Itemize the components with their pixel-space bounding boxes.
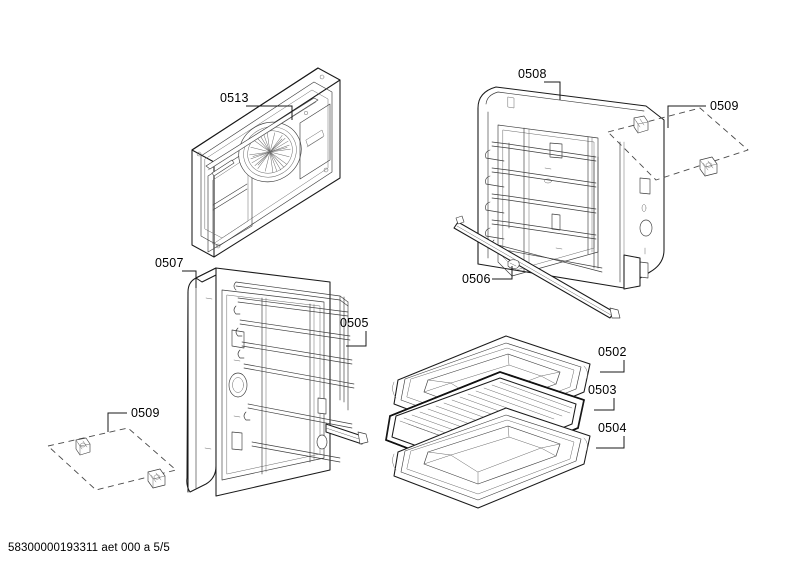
part-0513-rear-panel <box>191 67 341 258</box>
callout-label-0503: 0503 <box>588 383 617 397</box>
callout-label-0502: 0502 <box>598 345 627 359</box>
part-0506-lower-rail <box>453 215 621 319</box>
leader-0504 <box>596 436 625 449</box>
part-0507-left-side-panel <box>186 267 369 497</box>
callout-label-0509-lower: 0509 <box>131 406 160 420</box>
callout-label-0506: 0506 <box>462 272 491 286</box>
callout-label-0509-upper: 0509 <box>710 99 739 113</box>
footer-document-reference: 58300000193311 aet 000 a 5/5 <box>8 542 170 554</box>
part-0505-shelf-support-rails <box>233 281 369 463</box>
leader-0507 <box>182 270 197 288</box>
callout-label-0504: 0504 <box>598 421 627 435</box>
callout-label-0513: 0513 <box>220 91 249 105</box>
callout-label-0507: 0507 <box>155 256 184 270</box>
callout-label-0508: 0508 <box>518 67 547 81</box>
leader-0513 <box>246 105 293 120</box>
callout-leaders <box>107 81 706 449</box>
leader-0505 <box>346 331 367 347</box>
leader-0509-upper <box>667 105 706 128</box>
fastener-upper-1 <box>633 115 649 134</box>
part-0509-fastener-set-upper <box>607 107 749 181</box>
leader-0502 <box>600 360 625 373</box>
part-0509-fastener-set-lower <box>47 427 177 491</box>
part-0504-roasting-pan <box>392 407 591 509</box>
leader-0508 <box>544 81 561 100</box>
leader-0503 <box>594 398 615 411</box>
fastener-lower-2 <box>147 468 166 489</box>
fastener-upper-2 <box>699 156 718 177</box>
leader-0506 <box>492 266 513 280</box>
callout-labels: 0513 0508 0509 0506 0507 0505 0509 0502 … <box>131 67 739 435</box>
leader-0509-lower <box>107 412 127 432</box>
part-0508-right-side-panel <box>453 86 665 319</box>
fastener-lower-1 <box>75 437 91 456</box>
callout-label-0505: 0505 <box>340 316 369 330</box>
